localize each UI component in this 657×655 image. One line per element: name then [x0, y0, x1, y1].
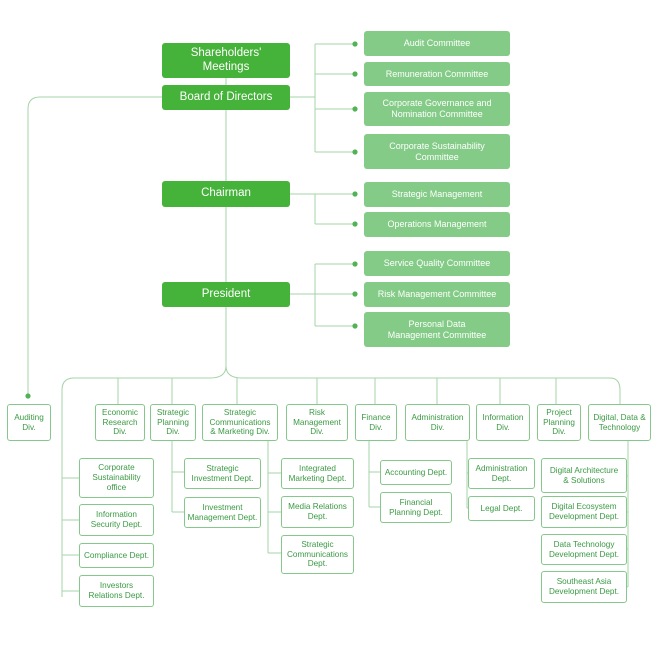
information-div-box: Information Div. [476, 404, 530, 441]
data-technology-dept-box: Data Technology Development Dept. [541, 534, 627, 565]
risk-management-committee-box: Risk Management Committee [364, 282, 510, 307]
strategic-comms-marketing-div-box: Strategic Communications & Marketing Div… [202, 404, 278, 441]
finance-div-box: Finance Div. [355, 404, 397, 441]
shareholders-meetings-box: Shareholders' Meetings [162, 43, 290, 78]
administration-dept-box: Administration Dept. [468, 458, 535, 489]
corporate-sustainability-office-box: Corporate Sustainability office [79, 458, 154, 498]
project-planning-div-box: Project Planning Div. [537, 404, 581, 441]
operations-management-box: Operations Management [364, 212, 510, 237]
digital-data-technology-box: Digital, Data & Technology [588, 404, 651, 441]
economic-research-div-box: Economic Research Div. [95, 404, 145, 441]
risk-management-div-box: Risk Management Div. [286, 404, 348, 441]
legal-dept-box: Legal Dept. [468, 496, 535, 521]
board-of-directors-box: Board of Directors [162, 85, 290, 110]
president-box: President [162, 282, 290, 307]
service-quality-committee-box: Service Quality Committee [364, 251, 510, 276]
digital-architecture-box: Digital Architecture & Solutions [541, 458, 627, 493]
investment-management-dept-box: Investment Management Dept. [184, 497, 261, 528]
sustainability-committee-box: Corporate Sustainability Committee [364, 134, 510, 169]
southeast-asia-dept-box: Southeast Asia Development Dept. [541, 571, 627, 603]
digital-ecosystem-dept-box: Digital Ecosystem Development Dept. [541, 496, 627, 528]
strategic-planning-div-box: Strategic Planning Div. [150, 404, 196, 441]
strategic-investment-dept-box: Strategic Investment Dept. [184, 458, 261, 489]
chairman-box: Chairman [162, 181, 290, 207]
strategic-communications-dept-box: Strategic Communications Dept. [281, 535, 354, 574]
personal-data-committee-box: Personal Data Management Committee [364, 312, 510, 347]
integrated-marketing-dept-box: Integrated Marketing Dept. [281, 458, 354, 489]
remuneration-committee-box: Remuneration Committee [364, 62, 510, 86]
compliance-dept-box: Compliance Dept. [79, 543, 154, 568]
strategic-management-box: Strategic Management [364, 182, 510, 207]
administration-div-box: Administration Div. [405, 404, 470, 441]
governance-nomination-committee-box: Corporate Governance and Nomination Comm… [364, 92, 510, 126]
auditing-div-box: Auditing Div. [7, 404, 51, 441]
media-relations-dept-box: Media Relations Dept. [281, 496, 354, 528]
information-security-dept-box: Information Security Dept. [79, 504, 154, 536]
investors-relations-dept-box: Investors Relations Dept. [79, 575, 154, 607]
accounting-dept-box: Accounting Dept. [380, 460, 452, 485]
financial-planning-dept-box: Financial Planning Dept. [380, 492, 452, 523]
audit-committee-box: Audit Committee [364, 31, 510, 56]
